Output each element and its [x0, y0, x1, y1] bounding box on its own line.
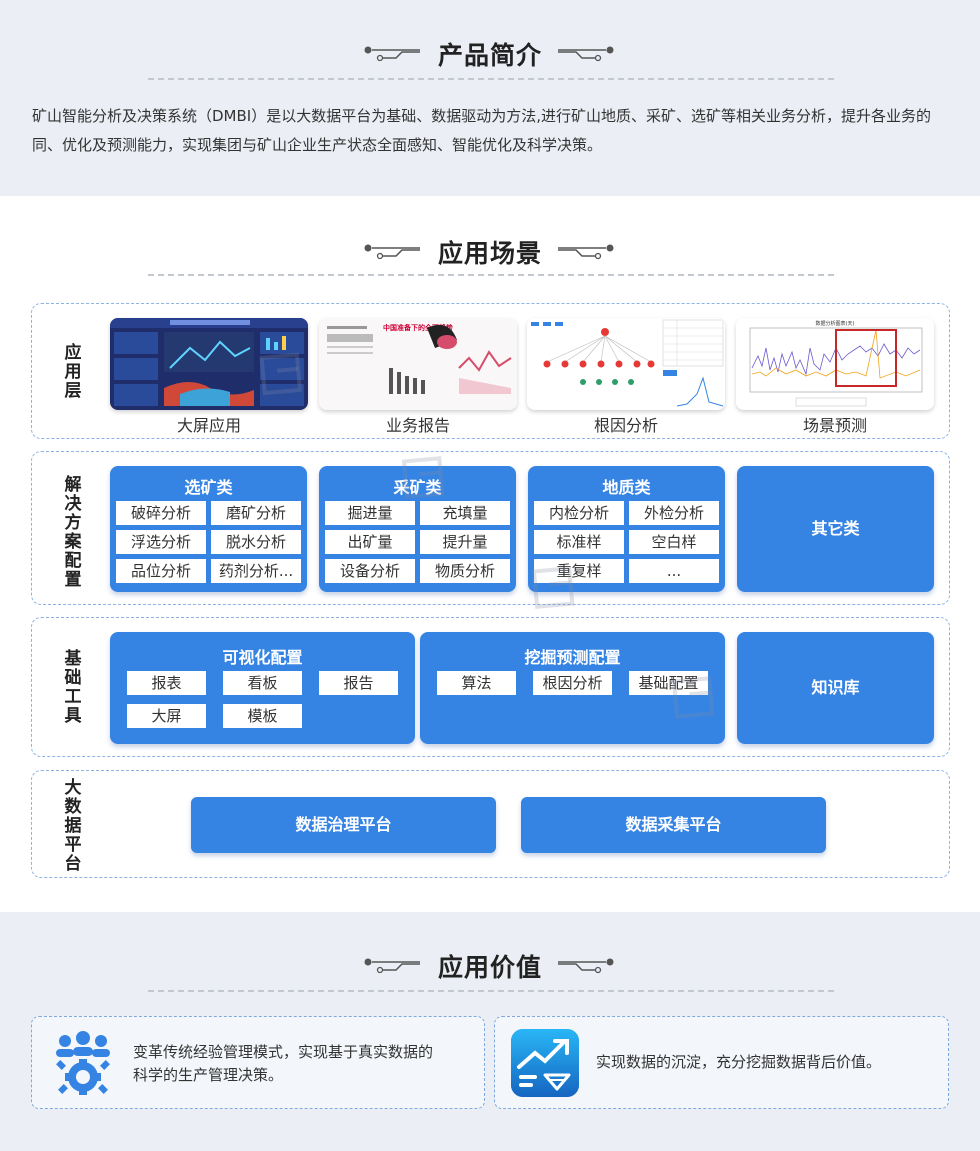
group-title: 地质类 — [602, 478, 651, 497]
layer-label-data: 大数据平台 — [64, 778, 82, 874]
title-divider — [148, 78, 834, 80]
circuit-deco-left-icon — [364, 958, 420, 974]
value-card-text: 实现数据的沉淀，充分挖掘数据背后价值。 — [596, 1053, 882, 1071]
value-card-management: 变革传统经验管理模式，实现基于真实数据的 科学的生产管理决策。 — [31, 1016, 485, 1109]
solution-item[interactable]: 内检分析 — [534, 501, 624, 525]
data-governance-platform-button[interactable]: 数据治理平台 — [191, 797, 496, 853]
group-title: 选矿类 — [184, 478, 233, 497]
big-data-platform-layer: 大数据平台 — [31, 770, 950, 878]
thumb-caption: 场景预测 — [802, 416, 867, 435]
report-heading: 中国准备下的全面趋势 — [383, 323, 453, 332]
data-trend-icon — [511, 1029, 579, 1097]
intro-title: 产品简介 — [437, 41, 542, 70]
circuit-deco-right-icon — [558, 244, 614, 260]
root-cause-thumbnail[interactable] — [527, 318, 725, 410]
solution-item[interactable]: 脱水分析 — [211, 530, 301, 554]
data-collection-platform-button[interactable]: 数据采集平台 — [521, 797, 826, 853]
tool-item[interactable]: 看板 — [223, 671, 302, 695]
circuit-deco-left-icon — [364, 244, 420, 260]
business-report-thumbnail[interactable]: 中国准备下的全面趋势 — [319, 318, 517, 410]
panel-title: 可视化配置 — [222, 648, 303, 667]
tool-item[interactable]: 模板 — [223, 704, 302, 728]
solution-group-mining: 采矿类 掘进量 充填量 出矿量 提升量 设备分析 物质分析 — [319, 466, 516, 592]
solution-item[interactable]: 空白样 — [629, 530, 719, 554]
solution-item[interactable]: 破碎分析 — [116, 501, 206, 525]
scenarios-title: 应用场景 — [437, 239, 542, 268]
big-screen-thumbnail[interactable] — [110, 318, 308, 410]
solution-item[interactable]: 掘进量 — [325, 501, 415, 525]
intro-line-1: 矿山智能分析及决策系统（DMBI）是以大数据平台为基础、数据驱动为方法,进行矿山… — [32, 107, 931, 125]
solution-item[interactable]: 充填量 — [420, 501, 510, 525]
solution-item[interactable]: 物质分析 — [420, 559, 510, 583]
solution-item[interactable]: 浮选分析 — [116, 530, 206, 554]
title-divider — [148, 274, 834, 276]
solution-config-layer: 解决方案配置 — [31, 451, 950, 605]
solution-item[interactable]: 药剂分析... — [211, 559, 301, 583]
layer-label-solution: 解决方案配置 — [64, 475, 82, 590]
solution-item[interactable]: ... — [629, 559, 719, 583]
tool-item[interactable]: 基础配置 — [629, 671, 708, 695]
circuit-deco-left-icon — [364, 46, 420, 62]
base-tools-layer: 基础工具 — [31, 617, 950, 757]
solution-item[interactable]: 提升量 — [420, 530, 510, 554]
solution-group-geology: 地质类 内检分析 外检分析 标准样 空白样 重复样 ... — [528, 466, 725, 592]
circuit-deco-right-icon — [558, 46, 614, 62]
other-category-button[interactable]: 其它类 — [737, 466, 934, 592]
intro-line-2: 同、优化及预测能力，实现集团与矿山企业生产状态全面感知、智能优化及科学决策。 — [32, 136, 603, 154]
prediction-heading: 数据分析图表(天) — [816, 320, 855, 327]
title-divider — [148, 990, 834, 992]
team-gear-icon — [56, 1031, 110, 1095]
thumb-caption: 大屏应用 — [176, 416, 241, 435]
tool-item[interactable]: 报表 — [127, 671, 206, 695]
layer-label-application: 应用层 — [64, 343, 82, 401]
solution-item[interactable]: 磨矿分析 — [211, 501, 301, 525]
tool-item[interactable]: 大屏 — [127, 704, 206, 728]
solution-item[interactable]: 外检分析 — [629, 501, 719, 525]
mining-prediction-config-panel: 挖掘预测配置 算法 根因分析 基础配置 — [420, 632, 725, 744]
dashboard-preview-icon — [110, 318, 308, 406]
report-preview-icon: 中国准备下的全面趋势 — [319, 318, 517, 410]
scenario-prediction-thumbnail[interactable]: 数据分析图表(天) — [736, 318, 934, 410]
solution-item[interactable]: 标准样 — [534, 530, 624, 554]
solution-group-mineral-processing: 选矿类 破碎分析 磨矿分析 浮选分析 脱水分析 品位分析 药剂分析... — [110, 466, 307, 592]
solution-item[interactable]: 出矿量 — [325, 530, 415, 554]
product-intro-section: 产品简介 矿山智能分析及决策系统（DMBI）是以大数据平台为基础、数据驱动为方法… — [0, 0, 980, 196]
value-text-line-1: 变革传统经验管理模式，实现基于真实数据的 — [133, 1043, 434, 1061]
solution-item[interactable]: 重复样 — [534, 559, 624, 583]
group-title: 采矿类 — [393, 478, 442, 497]
knowledge-base-button[interactable]: 知识库 — [737, 632, 934, 744]
value-card-data: 实现数据的沉淀，充分挖掘数据背后价值。 — [494, 1016, 949, 1109]
circuit-deco-right-icon — [558, 958, 614, 974]
solution-item[interactable]: 品位分析 — [116, 559, 206, 583]
thumb-caption: 业务报告 — [385, 416, 450, 435]
layer-label-tools: 基础工具 — [64, 649, 82, 726]
tool-item[interactable]: 根因分析 — [533, 671, 612, 695]
intro-paragraph: 矿山智能分析及决策系统（DMBI）是以大数据平台为基础、数据驱动为方法,进行矿山… — [32, 102, 980, 160]
prediction-chart-preview-icon: 数据分析图表(天) — [736, 318, 934, 410]
application-layer: 应用层 — [31, 303, 950, 439]
tool-item[interactable]: 报告 — [319, 671, 398, 695]
tool-item[interactable]: 算法 — [437, 671, 516, 695]
thumb-caption: 根因分析 — [593, 416, 658, 435]
visualization-config-panel: 可视化配置 报表 看板 报告 大屏 模板 — [110, 632, 415, 744]
panel-title: 挖掘预测配置 — [524, 648, 621, 667]
value-title: 应用价值 — [437, 953, 542, 982]
value-text-line-2: 科学的生产管理决策。 — [133, 1066, 284, 1084]
solution-item[interactable]: 设备分析 — [325, 559, 415, 583]
tree-preview-icon — [527, 318, 725, 410]
value-card-text: 变革传统经验管理模式，实现基于真实数据的 科学的生产管理决策。 — [133, 1041, 433, 1087]
